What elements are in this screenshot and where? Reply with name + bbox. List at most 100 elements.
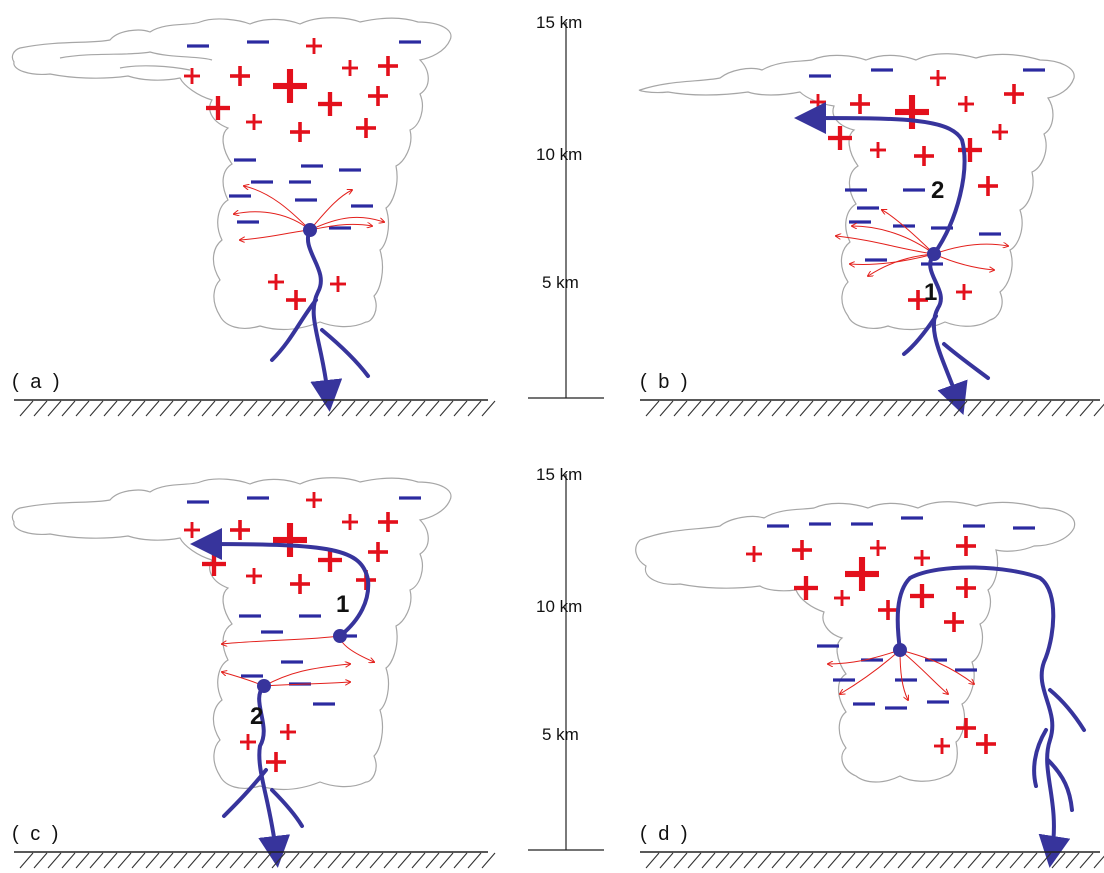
ground-surface bbox=[14, 399, 496, 417]
positive-charge-mark bbox=[202, 552, 226, 576]
negative-charge-mark bbox=[849, 220, 871, 224]
positive-charge-mark bbox=[934, 738, 950, 754]
negative-charge-mark bbox=[339, 168, 361, 172]
lightning-channel bbox=[306, 228, 343, 412]
positive-charge-mark bbox=[286, 290, 306, 310]
positive-charge-mark bbox=[958, 96, 974, 112]
negative-charge-mark bbox=[261, 630, 283, 634]
positive-charge-mark bbox=[828, 126, 852, 150]
panel-b bbox=[638, 53, 1075, 331]
negative-charge-mark bbox=[861, 658, 883, 662]
cloud-outline bbox=[635, 501, 1076, 783]
negative-charge-mark bbox=[927, 700, 949, 704]
negative-charge-mark bbox=[885, 706, 907, 710]
stroke-number-b-2: 2 bbox=[931, 177, 944, 204]
lightning-origin-point bbox=[303, 223, 317, 237]
positive-charge-mark bbox=[956, 284, 972, 300]
positive-charge-mark bbox=[845, 557, 879, 591]
positive-charge-mark bbox=[240, 734, 256, 750]
positive-charge-mark bbox=[792, 540, 812, 560]
negative-charge-mark bbox=[865, 258, 887, 262]
cloud-outline bbox=[11, 477, 452, 791]
lightning-origin-point bbox=[927, 247, 941, 261]
height-label-15km: 15 km bbox=[536, 465, 582, 484]
lightning-channel bbox=[1032, 728, 1048, 788]
negative-charge-mark bbox=[229, 194, 251, 198]
negative-charge-mark bbox=[289, 180, 311, 184]
negative-charge-mark bbox=[851, 522, 873, 526]
lightning-layer bbox=[190, 102, 1086, 868]
spark-branch bbox=[933, 253, 994, 270]
negative-charge-mark bbox=[817, 644, 839, 648]
positive-charge-mark bbox=[870, 142, 886, 158]
stroke-number-b-1: 1 bbox=[924, 279, 937, 306]
negative-charge-mark bbox=[903, 188, 925, 192]
positive-charge-mark bbox=[273, 523, 307, 557]
positive-charge-mark bbox=[910, 584, 934, 608]
positive-charge-mark bbox=[368, 86, 388, 106]
panel-label-d: ( d ) bbox=[640, 823, 691, 845]
spark-branch bbox=[899, 649, 948, 694]
positive-charge-mark bbox=[268, 274, 284, 290]
positive-charge-mark bbox=[318, 548, 342, 572]
spark-branch bbox=[882, 210, 935, 255]
ground-surface bbox=[640, 399, 1104, 417]
negative-charge-mark bbox=[925, 658, 947, 662]
positive-charge-mark bbox=[746, 546, 762, 562]
panel-label-c: ( c ) bbox=[12, 823, 61, 845]
lightning-origin-point bbox=[333, 629, 347, 643]
positive-charge-mark bbox=[850, 94, 870, 114]
cloud-anvil-detail bbox=[59, 51, 213, 71]
negative-charge-mark bbox=[281, 660, 303, 664]
spark-branch bbox=[263, 664, 350, 687]
height-label-10km: 10 km bbox=[536, 145, 582, 164]
ground-surface bbox=[640, 851, 1104, 869]
spark-branch bbox=[828, 649, 901, 664]
positive-charge-mark bbox=[290, 574, 310, 594]
positive-charge-mark bbox=[956, 718, 976, 738]
lightning-channel bbox=[1048, 688, 1086, 732]
spark-branch bbox=[933, 244, 1008, 255]
negative-charge-mark bbox=[901, 516, 923, 520]
positive-charge-mark bbox=[944, 612, 964, 632]
lightning-channel bbox=[895, 565, 1071, 868]
negative-charge-mark bbox=[895, 678, 917, 682]
positive-charge-mark bbox=[280, 724, 296, 740]
lightning-channel bbox=[257, 684, 291, 868]
lightning-channel bbox=[270, 298, 318, 362]
positive-charge-mark bbox=[330, 276, 346, 292]
lightning-channel bbox=[190, 528, 371, 638]
lightning-channel bbox=[320, 328, 370, 378]
cloud-outline bbox=[638, 53, 1075, 331]
negative-charge-mark bbox=[295, 198, 317, 202]
panel-a bbox=[11, 17, 452, 331]
negative-charge-mark bbox=[187, 500, 209, 504]
positive-charge-mark bbox=[230, 66, 250, 86]
height-label-5km: 5 km bbox=[542, 725, 579, 744]
negative-charge-mark bbox=[857, 206, 879, 210]
negative-charge-mark bbox=[313, 702, 335, 706]
spark-branch bbox=[309, 216, 384, 231]
positive-charge-mark bbox=[266, 752, 286, 772]
positive-charge-mark bbox=[356, 118, 376, 138]
negative-charge-mark bbox=[963, 524, 985, 528]
positive-charge-mark bbox=[895, 95, 929, 129]
negative-charge-mark bbox=[845, 188, 867, 192]
negative-charge-mark bbox=[1013, 526, 1035, 530]
positive-charge-mark bbox=[930, 70, 946, 86]
negative-charge-mark bbox=[853, 702, 875, 706]
negative-charge-mark bbox=[931, 226, 953, 230]
spark-branch bbox=[240, 229, 311, 240]
spark-branch bbox=[309, 190, 352, 231]
spark-branch bbox=[234, 212, 311, 231]
positive-charge-mark bbox=[184, 522, 200, 538]
cloud-outline bbox=[11, 17, 452, 331]
lightning-origin-point bbox=[893, 643, 907, 657]
negative-charge-mark bbox=[239, 614, 261, 618]
negative-charge-mark bbox=[351, 204, 373, 208]
charge-layer bbox=[184, 38, 1045, 772]
lightning-channel bbox=[222, 768, 268, 818]
positive-charge-mark bbox=[342, 514, 358, 530]
lightning-channel bbox=[1046, 758, 1074, 812]
